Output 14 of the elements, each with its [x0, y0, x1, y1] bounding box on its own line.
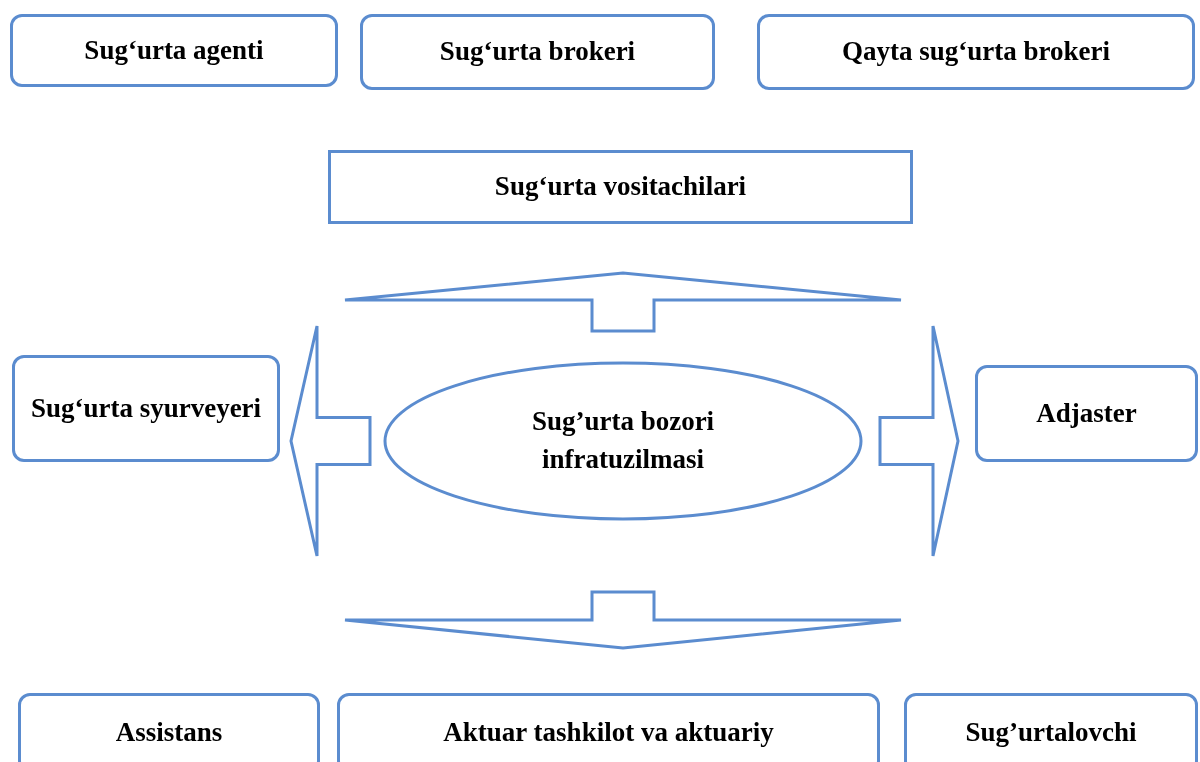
hub-ellipse: Sug’urta bozori infratuzilmasi	[383, 361, 863, 521]
rounded-box: Adjaster	[975, 365, 1198, 462]
block-arrow	[343, 590, 903, 650]
rounded-box: Sug‘urta brokeri	[360, 14, 715, 90]
rounded-box: Sug’urtalovchi	[904, 693, 1198, 762]
block-arrow	[878, 324, 960, 558]
block-arrow	[289, 324, 372, 558]
rounded-box: Assistans	[18, 693, 320, 762]
rounded-box: Qayta sug‘urta brokeri	[757, 14, 1195, 90]
rounded-box: Sug‘urta syurveyeri	[12, 355, 280, 462]
heading-box: Sug‘urta vositachilari	[328, 150, 913, 224]
block-arrow	[343, 271, 903, 333]
rounded-box: Sug‘urta agenti	[10, 14, 338, 87]
rounded-box: Aktuar tashkilot va aktuariy	[337, 693, 880, 762]
